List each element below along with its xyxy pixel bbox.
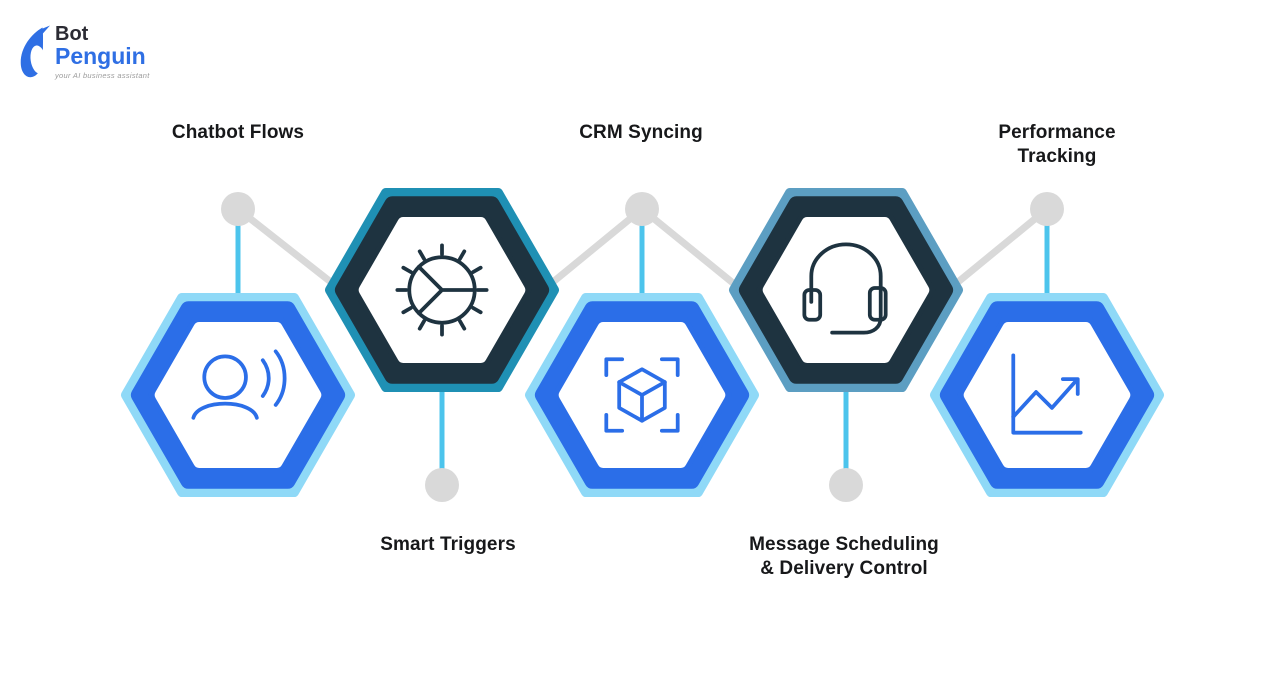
connector-dot: [829, 468, 863, 502]
label-performance-tracking: Performance Tracking: [937, 121, 1177, 169]
connector-dot: [221, 192, 255, 226]
label-line: Performance: [998, 122, 1116, 143]
label-line: CRM Syncing: [579, 122, 703, 143]
penguin-icon: [20, 25, 50, 78]
label-crm-syncing: CRM Syncing: [521, 121, 761, 145]
cube-scan-icon: [604, 357, 680, 433]
connector-dot: [1030, 192, 1064, 226]
line-chart-icon: [1011, 353, 1083, 435]
label-line: Message Scheduling: [749, 534, 939, 555]
hexagon-node-chatbot-flows: [120, 292, 356, 498]
brand-name-bot: Bot: [55, 23, 89, 45]
connector-dot: [625, 192, 659, 226]
brand-tagline: your AI business assistant: [55, 71, 150, 80]
voice-user-icon: [191, 349, 287, 420]
label-line: Tracking: [1017, 146, 1097, 167]
label-line: & Delivery Control: [760, 558, 928, 579]
botpenguin-logo: Bot Penguin your AI business assistant: [16, 24, 150, 80]
hexagon-node-performance-tracking: [929, 292, 1165, 498]
hexagon-node-message-scheduling: [728, 187, 964, 393]
hexagon-inner: [963, 322, 1131, 468]
headset-icon: [802, 242, 888, 335]
hexagon-node-smart-triggers: [324, 187, 560, 393]
label-chatbot-flows: Chatbot Flows: [118, 121, 358, 145]
hexagon-inner: [762, 217, 930, 363]
label-smart-triggers: Smart Triggers: [328, 533, 568, 557]
brand-name-penguin: Penguin: [55, 43, 146, 69]
hexagon-node-crm-syncing: [524, 292, 760, 498]
label-line: Smart Triggers: [380, 534, 516, 555]
label-line: Chatbot Flows: [171, 122, 305, 143]
connector-dot: [425, 468, 459, 502]
label-message-scheduling: Message Scheduling & Delivery Control: [714, 533, 974, 581]
automation-wheel-icon: [395, 243, 489, 337]
